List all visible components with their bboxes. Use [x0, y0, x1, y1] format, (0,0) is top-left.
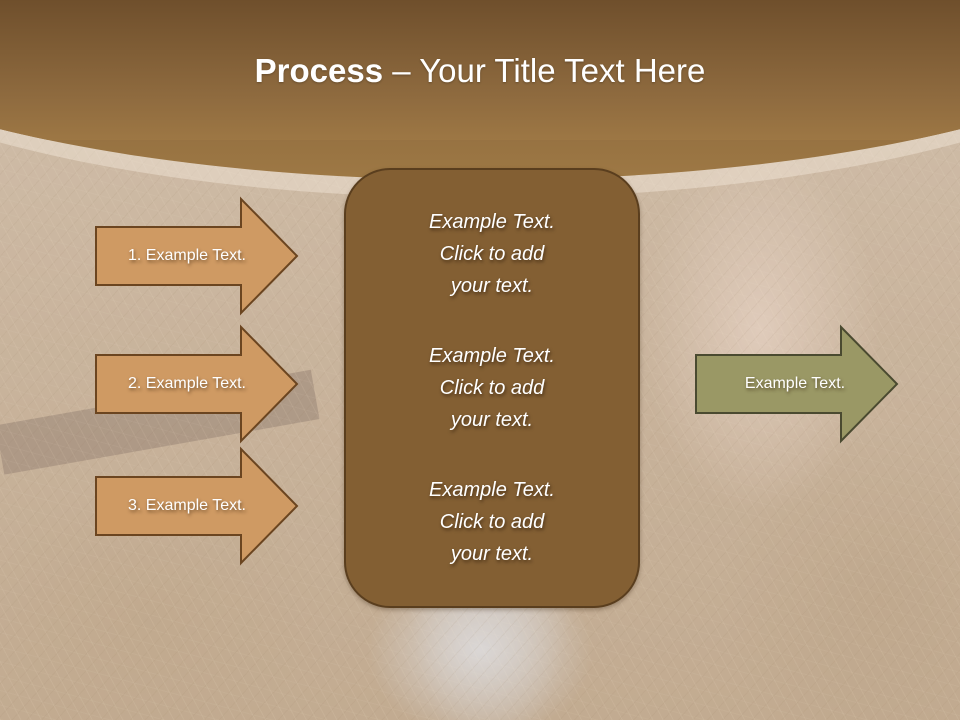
left-arrow-1-label: 1. Example Text. [128, 247, 246, 264]
right-arrow[interactable]: Example Text. [695, 324, 899, 444]
slide-title[interactable]: Process – Your Title Text Here [0, 52, 960, 90]
right-arrow-label: Example Text. [744, 375, 846, 392]
title-rest: – Your Title Text Here [383, 52, 706, 89]
center-text-block-1[interactable]: Example Text. Click to add your text. [429, 211, 555, 297]
center-text-block-3[interactable]: Example Text. Click to add your text. [429, 479, 555, 565]
left-arrow-3[interactable]: 3. Example Text. [95, 446, 299, 566]
title-bold: Process [254, 52, 384, 89]
arrow-right-shape-icon [95, 324, 299, 444]
arrow-right-shape-icon [95, 446, 299, 566]
center-text-box[interactable]: Example Text. Click to add your text. Ex… [344, 168, 640, 608]
left-arrow-3-label: 3. Example Text. [128, 497, 246, 514]
left-arrow-2[interactable]: 2. Example Text. [95, 324, 299, 444]
arrow-right-shape-icon [695, 324, 899, 444]
arrow-right-shape-icon [95, 196, 299, 316]
center-text-block-2[interactable]: Example Text. Click to add your text. [429, 345, 555, 431]
left-arrow-1[interactable]: 1. Example Text. [95, 196, 299, 316]
left-arrow-2-label: 2. Example Text. [128, 375, 246, 392]
header-band [0, 0, 960, 180]
